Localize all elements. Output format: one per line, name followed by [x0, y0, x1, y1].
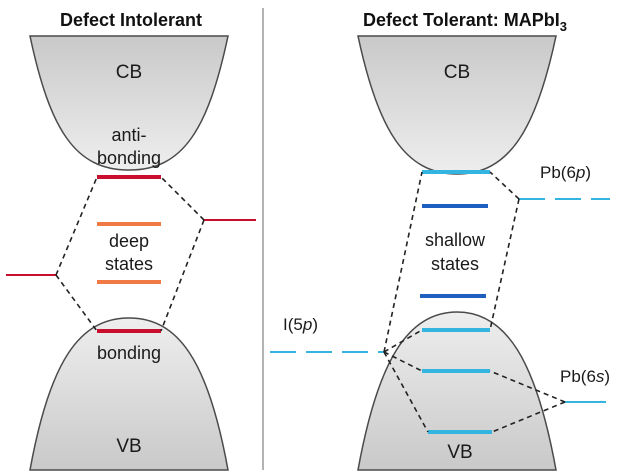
left-antibonding-label-2: bonding	[97, 148, 161, 168]
left-antibonding-label: anti-	[111, 125, 146, 145]
right-dash-pb6p-to-vb	[489, 198, 520, 331]
right-dash-i5p-to-vb-top	[383, 329, 423, 353]
right-dash-pb6s-to-vb-mid	[489, 370, 566, 403]
left-vb-label: VB	[116, 436, 141, 457]
right-valence-band	[357, 311, 557, 471]
right-vb-label: VB	[447, 442, 472, 463]
pb6s-label: Pb(6s)	[560, 367, 610, 386]
pb6p-label: Pb(6p)	[540, 163, 591, 182]
shallow-states-label-2: states	[431, 254, 479, 274]
right-cb-label: CB	[444, 62, 470, 83]
left-dash-low-to-antibonding	[55, 176, 98, 276]
deep-states-label-2: states	[105, 254, 153, 274]
right-dash-pb6p-to-cb	[489, 171, 520, 200]
right-dash-i5p-to-cb	[383, 171, 423, 353]
left-bonding-label: bonding	[97, 343, 161, 363]
left-conduction-band	[29, 35, 229, 171]
i5p-label: I(5p)	[283, 315, 318, 334]
left-dash-low-to-bonding	[55, 274, 98, 332]
right-dash-i5p-to-vb-mid	[383, 351, 423, 372]
right-panel-title: Defect Tolerant: MAPbI3	[363, 10, 567, 34]
deep-states-label: deep	[109, 231, 149, 251]
left-valence-band	[29, 317, 229, 471]
left-panel-title: Defect Intolerant	[60, 10, 202, 30]
left-cb-label: CB	[116, 62, 142, 83]
right-dash-i5p-to-vb-bottom	[383, 351, 429, 433]
right-dash-pb6s-to-vb-bottom	[491, 401, 566, 433]
right-conduction-band	[357, 35, 557, 175]
shallow-states-label: shallow	[425, 230, 486, 250]
left-dash-high-to-bonding	[160, 219, 205, 332]
left-dash-high-to-antibonding	[160, 176, 205, 221]
